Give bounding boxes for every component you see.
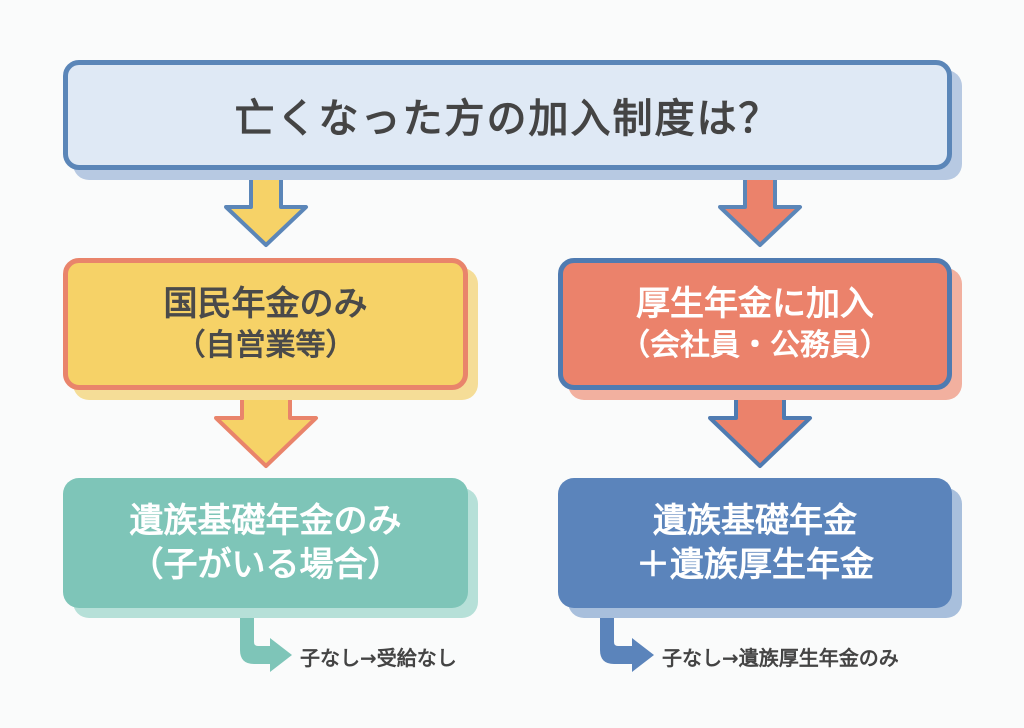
combined-label-line2: ＋遺族厚生年金 (636, 545, 874, 585)
basic-survivor-sublabel: （子がいる場合） (129, 545, 402, 585)
employee-pension-label: 厚生年金に加入 (636, 284, 874, 324)
employee-pension-box: 厚生年金に加入 （会社員・公務員） (558, 258, 952, 390)
basic-plus-employee-survivor-box: 遺族基礎年金 ＋遺族厚生年金 (558, 478, 952, 608)
national-pension-label: 国民年金のみ (163, 284, 368, 324)
question-title: 亡くなった方の加入制度は？ (234, 96, 781, 142)
combined-label-line1: 遺族基礎年金 (653, 501, 857, 541)
bent-arrow-left (240, 608, 292, 672)
arrow-down-right-mid (708, 388, 812, 468)
basic-survivor-label: 遺族基礎年金のみ (129, 501, 402, 541)
national-pension-box: 国民年金のみ （自営業等） (63, 258, 468, 390)
question-box: 亡くなった方の加入制度は？ (63, 60, 952, 170)
bent-arrow-right (600, 608, 654, 672)
national-pension-sublabel: （自営業等） (175, 328, 356, 363)
employee-pension-sublabel: （会社員・公務員） (620, 328, 890, 363)
arrow-down-left-mid (214, 388, 318, 468)
basic-survivor-pension-box: 遺族基礎年金のみ （子がいる場合） (63, 478, 468, 608)
arrow-down-left-top (224, 168, 308, 247)
left-no-child-note: 子なし→受給なし (300, 646, 457, 670)
right-no-child-note: 子なし→遺族厚生年金のみ (662, 646, 899, 670)
arrow-down-right-top (718, 168, 802, 247)
